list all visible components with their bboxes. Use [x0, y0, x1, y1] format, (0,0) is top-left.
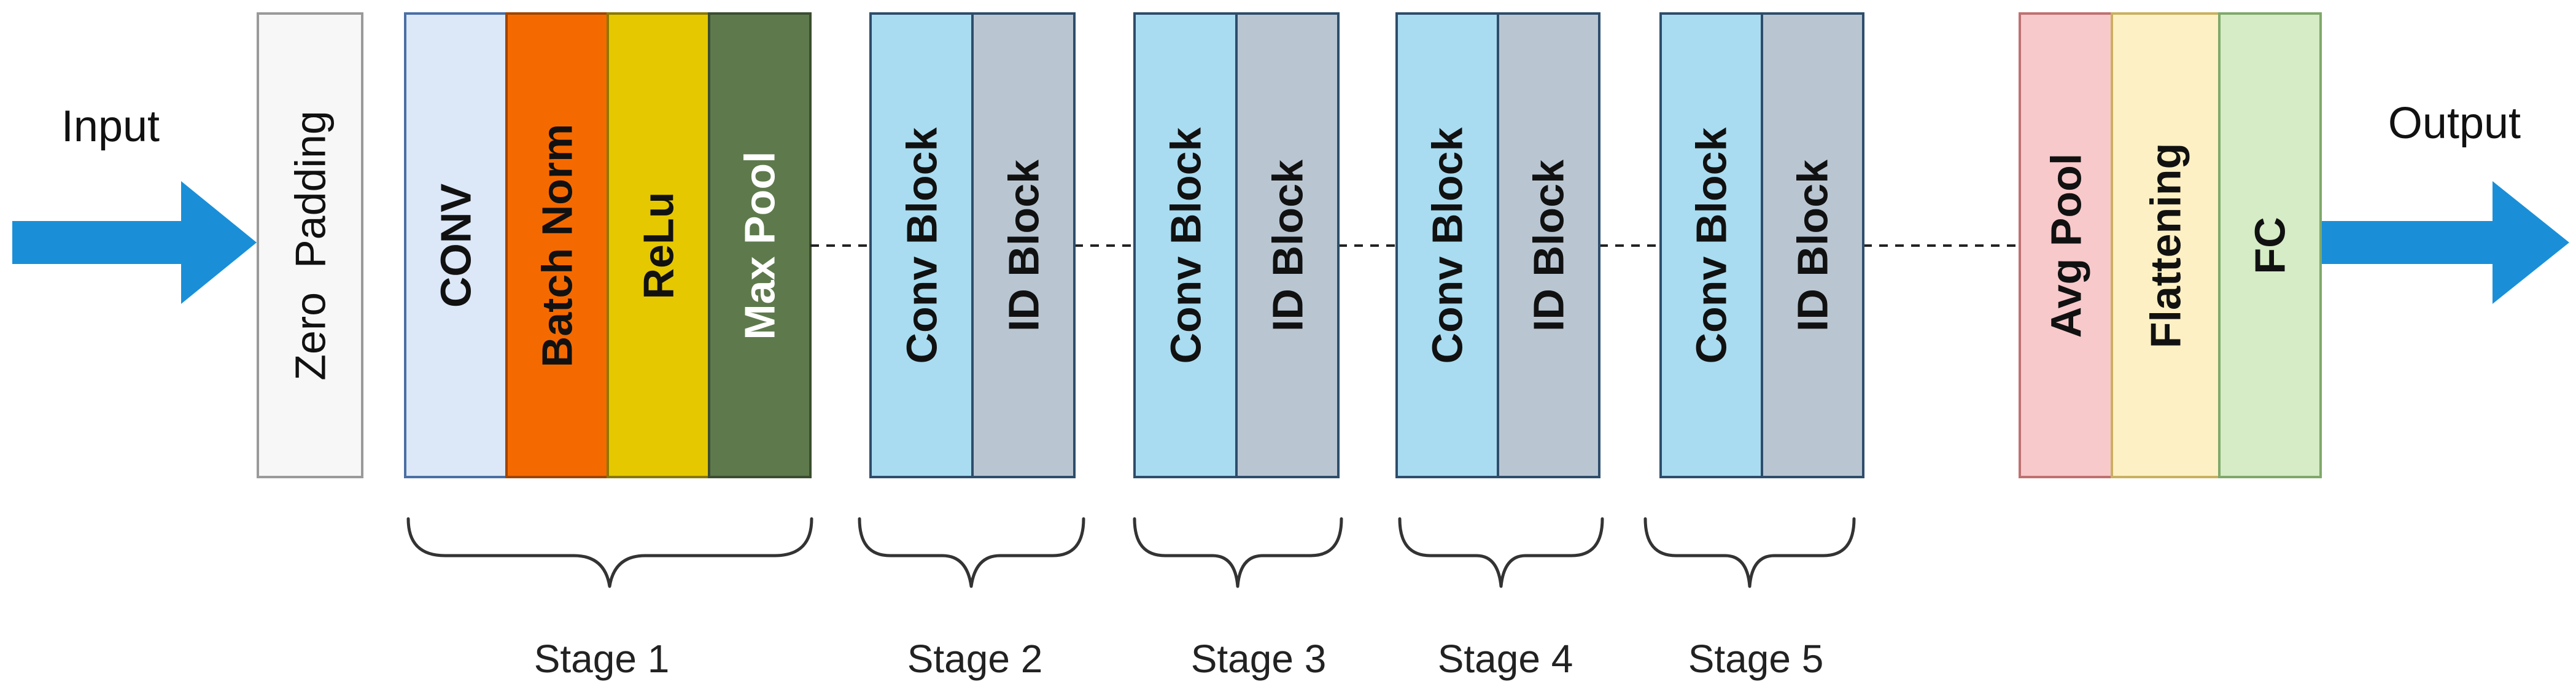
fc-label: FC: [2246, 217, 2294, 274]
stage-2-id-block: [971, 12, 1076, 478]
fc-block: [2218, 12, 2322, 478]
batch-norm-label: Batch Norm: [533, 124, 581, 368]
input-arrow-icon: [12, 181, 257, 304]
stage-2-conv-block: [869, 12, 974, 478]
batch-norm-block: [505, 12, 609, 478]
stage-5-id-label: ID Block: [1789, 160, 1837, 332]
output-label: Output: [2388, 99, 2521, 148]
stage-4-brace: [1398, 517, 1604, 588]
stage-2-conv-label: Conv Block: [898, 127, 946, 363]
stage-2-label: Stage 2: [907, 637, 1043, 681]
stage-4-id-label: ID Block: [1525, 160, 1573, 332]
stage-5-conv-label: Conv Block: [1688, 127, 1736, 363]
stage-4-id-block: [1497, 12, 1600, 478]
zero-padding-label: Zero Padding: [287, 111, 335, 381]
max-pool-label: Max Pool: [736, 151, 784, 340]
stage-1-label: Stage 1: [534, 637, 670, 681]
relu-block: [607, 12, 710, 478]
max-pool-block: [708, 12, 812, 478]
stage-4-label: Stage 4: [1438, 637, 1573, 681]
stage-5-brace: [1643, 517, 1856, 588]
stage-5-conv-block: [1659, 12, 1763, 478]
stage-3-conv-label: Conv Block: [1162, 127, 1210, 363]
stage-5-label: Stage 5: [1688, 637, 1824, 681]
stage-4-conv-block: [1395, 12, 1499, 478]
input-label: Input: [61, 102, 160, 151]
avg-pool-block: [2019, 12, 2113, 478]
conv-label: CONV: [432, 184, 480, 308]
avg-pool-label: Avg Pool: [2043, 153, 2090, 338]
stage-3-label: Stage 3: [1191, 637, 1327, 681]
relu-label: ReLu: [635, 192, 683, 300]
stage-3-id-label: ID Block: [1264, 160, 1312, 332]
zero-padding-block: [257, 12, 363, 478]
stage-3-brace: [1133, 517, 1343, 588]
stage-5-id-block: [1761, 12, 1864, 478]
stage-4-conv-label: Conv Block: [1424, 127, 1472, 363]
stage-2-brace: [858, 517, 1085, 588]
stage-3-conv-block: [1133, 12, 1238, 478]
flattening-block: [2111, 12, 2221, 478]
conv-block: [404, 12, 508, 478]
output-arrow-icon: [2322, 181, 2569, 304]
stage-1-brace: [406, 517, 813, 588]
stage-2-id-label: ID Block: [1000, 160, 1048, 332]
stage-3-id-block: [1235, 12, 1340, 478]
flattening-label: Flattening: [2142, 143, 2190, 348]
